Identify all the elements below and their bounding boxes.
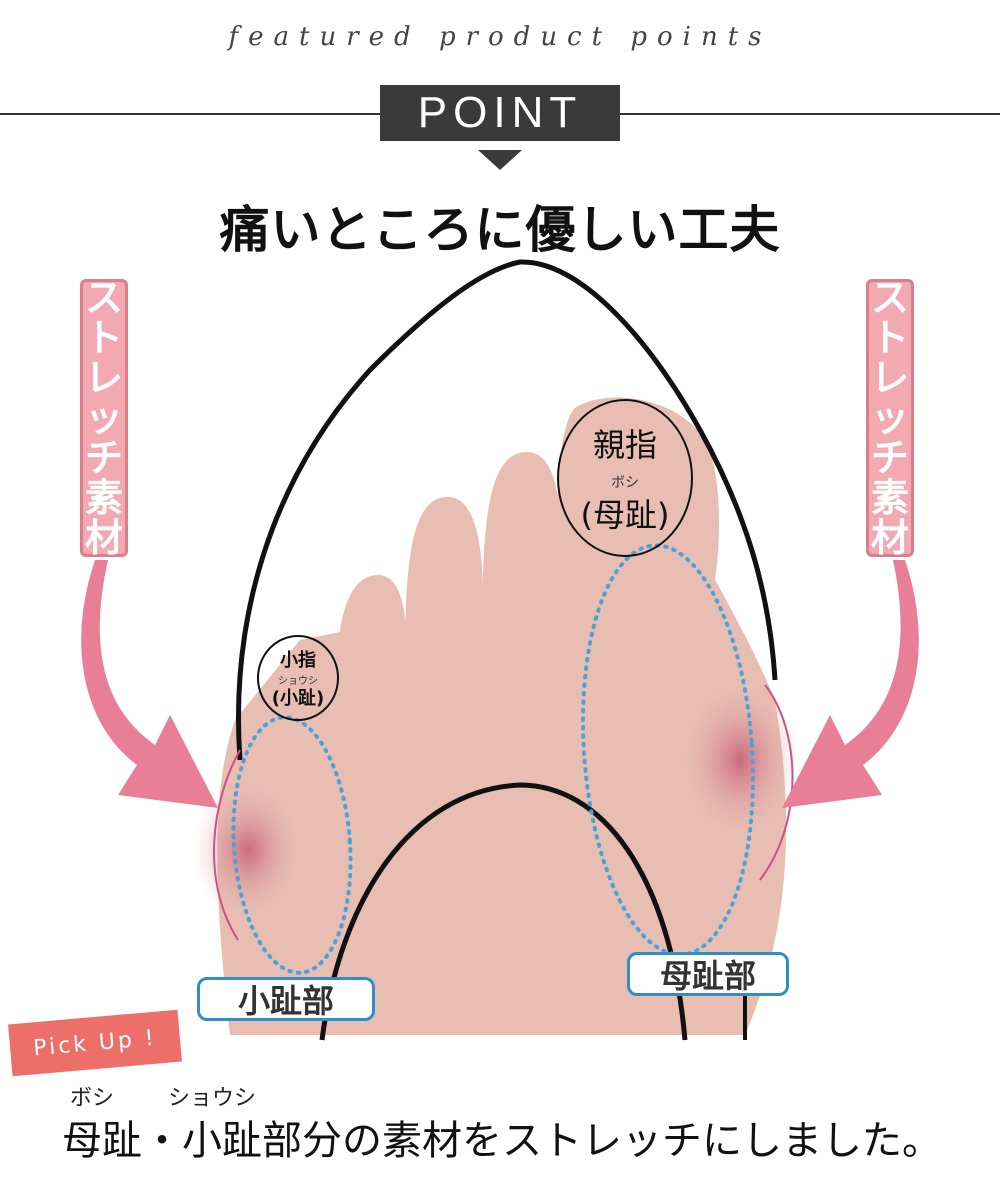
little-toe-area-label: 小趾部 <box>197 977 375 1021</box>
shoe-outline <box>236 259 778 761</box>
point-label: POINT <box>380 85 620 141</box>
little-toe-ruby: ショウシ <box>278 676 318 687</box>
little-toe-circle <box>257 635 339 721</box>
big-toe-area-label: 母趾部 <box>627 952 789 996</box>
left-stretch-label: ストレッチ素材 <box>80 278 128 558</box>
caption-ruby-boshi: ボシ <box>70 1086 115 1111</box>
shoe-insole-curve <box>319 782 688 1041</box>
right-divider <box>620 113 1000 115</box>
foot-shape <box>217 397 787 1035</box>
right-curved-arrow-icon <box>782 560 919 808</box>
left-curved-arrow-icon <box>81 560 219 808</box>
big-toe-name: 親指 <box>592 426 657 464</box>
little-toe-reading: (小趾) <box>271 688 325 709</box>
headline: 痛いところに優しい工夫 <box>219 201 781 259</box>
big-toe-ruby: ボシ <box>611 475 639 491</box>
little-toe-pressure-area <box>193 780 303 920</box>
script-title: featured product points <box>228 22 772 52</box>
big-toe-reading: (母趾) <box>580 496 670 534</box>
right-stretch-label: ストレッチ素材 <box>866 278 914 558</box>
caption-ruby-shoushi: ショウシ <box>168 1086 257 1111</box>
left-divider <box>0 113 380 115</box>
big-toe-pressure-area <box>680 680 800 840</box>
little-toe-name: 小指 <box>280 650 316 671</box>
down-triangle-icon <box>478 150 522 170</box>
big-toe-circle <box>557 399 693 557</box>
caption-text: 母趾・小趾部分の素材をストレッチにしました。 <box>62 1118 942 1164</box>
